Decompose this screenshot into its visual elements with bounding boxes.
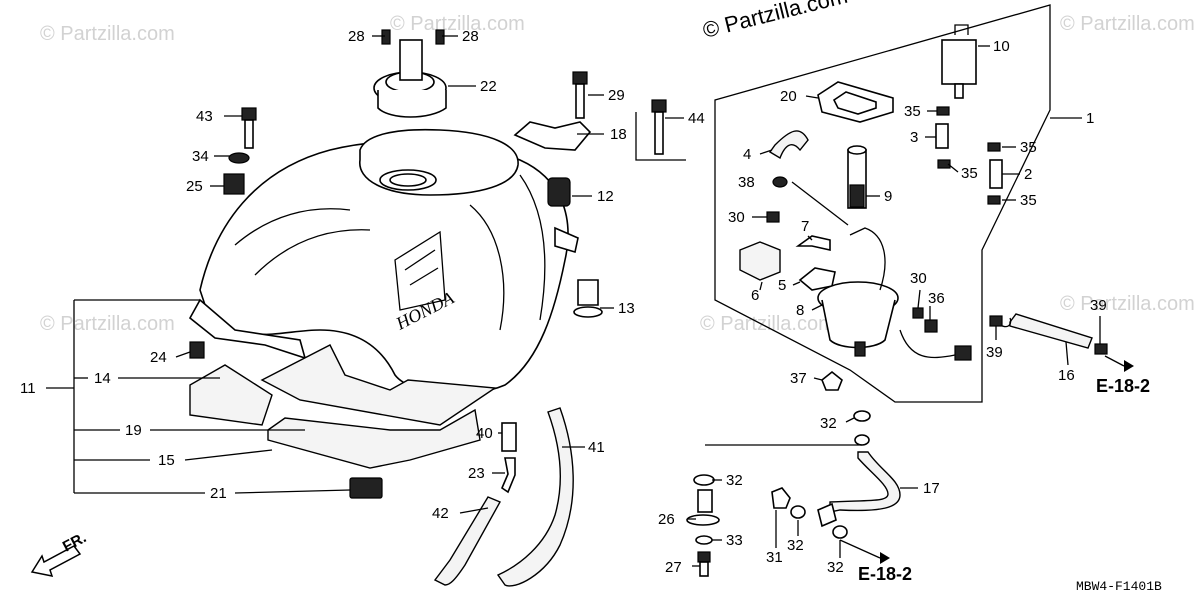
watermark-6: © Partzilla.com	[700, 313, 835, 335]
callout-13: 13	[618, 300, 635, 317]
callout-1: 1	[1086, 110, 1094, 127]
callout-28b: 28	[462, 28, 479, 45]
callout-37: 37	[790, 370, 807, 387]
callout-12: 12	[597, 188, 614, 205]
tank-bracket-bolts	[513, 71, 686, 161]
callout-9: 9	[884, 188, 892, 205]
callout-14: 14	[94, 370, 111, 387]
callout-39a: 39	[1090, 297, 1107, 314]
tank-bolt-washer-rubber	[223, 107, 257, 195]
callout-32d: 32	[820, 415, 837, 432]
callout-35d: 35	[1020, 192, 1037, 209]
copyright-text: © Partzilla.com	[700, 0, 850, 43]
fuel-filler-cap	[373, 29, 447, 118]
callout-35a: 35	[904, 103, 921, 120]
callout-32a: 32	[726, 472, 743, 489]
callout-22: 22	[480, 78, 497, 95]
watermark-2: © Partzilla.com	[390, 13, 525, 35]
callout-3: 3	[910, 129, 918, 146]
drain-breather-tubes	[433, 407, 574, 587]
tank-rubber-mounts	[189, 177, 603, 359]
callout-40: 40	[476, 425, 493, 442]
callout-7: 7	[801, 218, 809, 235]
callout-41: 41	[588, 439, 605, 456]
callout-32c: 32	[827, 559, 844, 576]
callout-6: 6	[751, 287, 759, 304]
callout-19: 19	[125, 422, 142, 439]
callout-34: 34	[192, 148, 209, 165]
diagram-code: MBW4-F1401B	[1076, 579, 1162, 594]
callout-labels: 1 2 3 4 5 6 7 8 9 10 11 12 13 14 15 16 1…	[20, 28, 1107, 576]
fuel-hose-16	[989, 313, 1108, 355]
reference-e18-right: E-18-2	[1096, 376, 1150, 396]
callout-33: 33	[726, 532, 743, 549]
callout-28a: 28	[348, 28, 365, 45]
callout-35c: 35	[961, 165, 978, 182]
callout-15: 15	[158, 452, 175, 469]
front-direction-arrow: FR.	[30, 529, 89, 577]
callout-44: 44	[688, 110, 705, 127]
callout-17: 17	[923, 480, 940, 497]
foam-pads	[189, 344, 498, 499]
callout-43: 43	[196, 108, 213, 125]
callout-21: 21	[210, 485, 227, 502]
callout-27: 27	[665, 559, 682, 576]
callout-32b: 32	[787, 537, 804, 554]
callout-36: 36	[928, 290, 945, 307]
callout-5: 5	[778, 277, 786, 294]
callout-35b: 35	[1020, 139, 1037, 156]
callout-26: 26	[658, 511, 675, 528]
callout-20: 20	[780, 88, 797, 105]
callout-10: 10	[993, 38, 1010, 55]
watermark-3: © Partzilla.com	[1060, 13, 1195, 35]
callout-39b: 39	[986, 344, 1003, 361]
callout-8: 8	[796, 302, 804, 319]
watermark-7: © Partzilla.com	[1060, 293, 1195, 315]
callout-16: 16	[1058, 367, 1075, 384]
callout-29: 29	[608, 87, 625, 104]
callout-38: 38	[738, 174, 755, 191]
callout-11: 11	[20, 380, 36, 397]
watermark-1: © Partzilla.com	[40, 23, 175, 45]
callout-42: 42	[432, 505, 449, 522]
fuel-pump-assembly	[714, 4, 1051, 422]
callout-30b: 30	[910, 270, 927, 287]
reference-labels: E-18-2 E-18-2	[858, 360, 1150, 584]
callout-30a: 30	[728, 209, 745, 226]
fuel-tank: HONDA	[188, 128, 579, 395]
watermark-4: © Partzilla.com	[40, 313, 175, 335]
callout-31: 31	[766, 549, 783, 566]
callout-23: 23	[468, 465, 485, 482]
reference-e18-bottom: E-18-2	[858, 564, 912, 584]
leader-lines	[46, 35, 1125, 567]
callout-4: 4	[743, 146, 751, 163]
lower-fittings	[686, 474, 848, 577]
callout-25: 25	[186, 178, 203, 195]
callout-24: 24	[150, 349, 167, 366]
callout-2: 2	[1024, 166, 1032, 183]
callout-18: 18	[610, 126, 627, 143]
fuel-feed-line	[705, 434, 901, 528]
